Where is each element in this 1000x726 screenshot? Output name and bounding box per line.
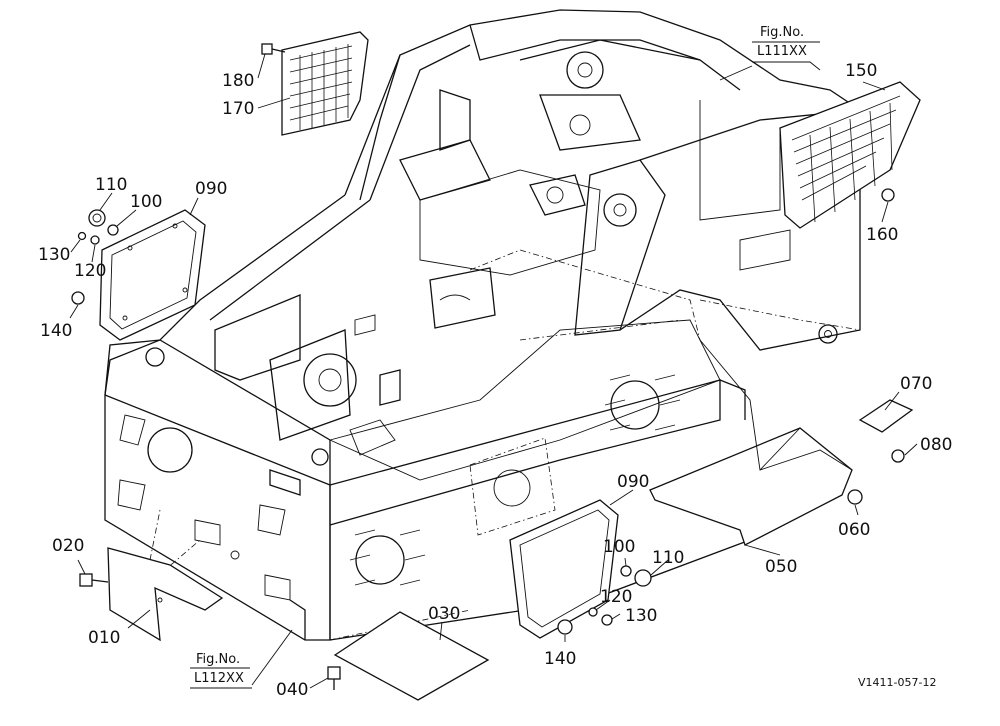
nut-060: [847, 489, 863, 505]
nut-140-lower: [557, 619, 573, 635]
knob-110-upper: [88, 209, 106, 227]
drawing-code: V1411-057-12: [858, 676, 936, 689]
callout-010: 010: [88, 628, 120, 648]
callout-130-lower: 130: [625, 606, 657, 626]
callout-170: 170: [222, 99, 254, 119]
fig-ref-l111xx: Fig.No. L111XX: [752, 25, 821, 71]
callout-100-lower: 100: [603, 537, 635, 557]
nut-140-upper: [71, 291, 85, 305]
callout-070: 070: [900, 374, 932, 394]
grille-170: [281, 31, 369, 136]
cap-130-lower: [601, 614, 613, 626]
guard-010: [107, 547, 224, 642]
washer-120-upper: [90, 235, 100, 245]
grille-150: [779, 81, 921, 229]
bolt-040: [327, 666, 341, 690]
washer-100-upper: [107, 224, 119, 236]
fig-ref-l112xx: Fig.No. L112XX: [190, 652, 252, 689]
callout-180: 180: [222, 71, 254, 91]
washer-130-upper: [77, 231, 87, 241]
callout-060: 060: [838, 520, 870, 540]
callout-080: 080: [920, 435, 952, 455]
callout-100-upper: 100: [130, 192, 162, 212]
callout-040: 040: [276, 680, 308, 700]
plate-050: [649, 339, 853, 546]
cover-070: [858, 399, 914, 433]
callout-110-lower: 110: [652, 548, 684, 568]
callout-110-upper: 110: [95, 175, 127, 195]
bolt-180: [261, 43, 286, 55]
knob-110-lower: [634, 569, 652, 587]
leader-lines: [69, 53, 918, 689]
callout-140-upper: 140: [40, 321, 72, 341]
fig-ref-label: Fig.No.: [760, 25, 804, 40]
callout-120-upper: 120: [74, 261, 106, 281]
callout-150: 150: [845, 61, 877, 81]
fig-ref-code: L111XX: [757, 44, 807, 59]
cover-090-lower: [509, 499, 619, 639]
cover-090-upper: [99, 209, 206, 341]
callout-120-lower: 120: [600, 587, 632, 607]
washer-120-lower: [588, 607, 598, 617]
callout-020: 020: [52, 536, 84, 556]
callout-160: 160: [866, 225, 898, 245]
callout-090-lower: 090: [617, 472, 649, 492]
bolt-160: [881, 188, 895, 202]
callout-050: 050: [765, 557, 797, 577]
fig-ref-label: Fig.No.: [196, 652, 240, 667]
bolt-020: [79, 573, 109, 587]
callout-030: 030: [428, 604, 460, 624]
cover-030: [333, 611, 490, 701]
washer-100-lower: [620, 565, 632, 577]
callout-140-lower: 140: [544, 649, 576, 669]
main-frame: [104, 9, 861, 641]
callout-090-upper: 090: [195, 179, 227, 199]
fig-ref-code: L112XX: [194, 671, 244, 686]
callouts: 180 170 150 110 100 090 130 120 140 160 …: [38, 61, 952, 700]
callout-130-upper: 130: [38, 245, 70, 265]
bolt-080: [891, 449, 905, 463]
